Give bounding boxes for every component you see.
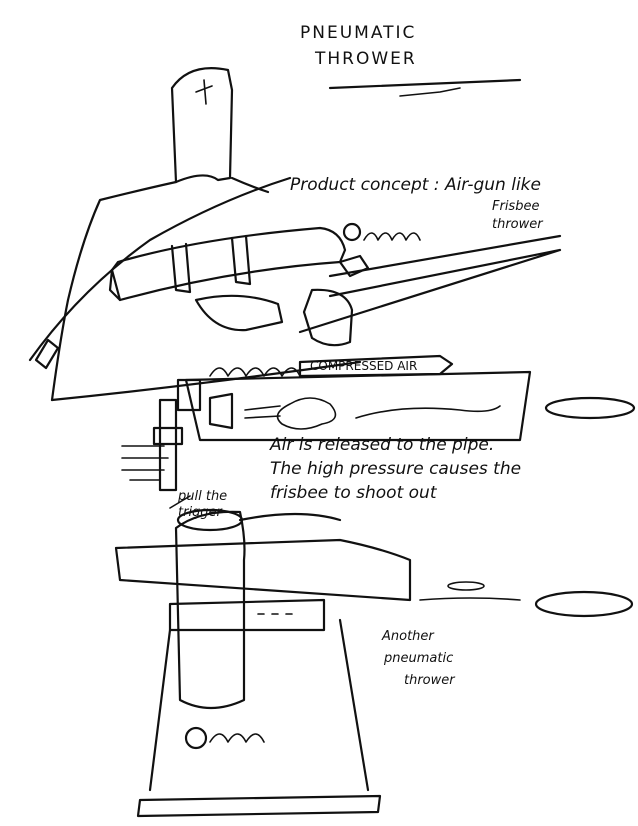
mechanism-coil-icon bbox=[209, 367, 301, 377]
gun-stock-end bbox=[108, 268, 122, 302]
compressed-air-tag bbox=[298, 354, 454, 378]
another-note-line-1: Another bbox=[381, 629, 435, 644]
trigger-label-line-1: pull the bbox=[177, 489, 227, 504]
gun-nozzle bbox=[338, 254, 370, 278]
head-outline bbox=[170, 67, 234, 184]
air-flow-lines bbox=[244, 405, 281, 419]
frisbee-icon bbox=[544, 396, 636, 420]
torso-bottom bbox=[50, 360, 362, 402]
release-note-line-1: Air is released to the pipe. bbox=[269, 435, 494, 455]
launch-platform bbox=[114, 538, 412, 602]
torso-left bbox=[50, 180, 178, 402]
shoulder-strap bbox=[28, 176, 292, 362]
pressure-gauge-icon bbox=[342, 222, 362, 242]
face-mark bbox=[195, 79, 213, 105]
strap-buckle bbox=[34, 338, 60, 370]
compressed-air-label: COMPRESSED AIR bbox=[310, 359, 417, 373]
air-gun bbox=[108, 222, 562, 334]
person-figure bbox=[28, 67, 362, 402]
frisbee-blur-icon bbox=[447, 581, 485, 591]
concept-line-3: thrower bbox=[492, 217, 544, 232]
trigger-pipe bbox=[158, 398, 178, 492]
frisbee-trail-2 bbox=[419, 597, 521, 601]
air-puff-icon bbox=[276, 397, 337, 430]
concept-line-2: Frisbee bbox=[492, 199, 539, 214]
title-underline-tick bbox=[399, 87, 461, 97]
launch-tube bbox=[298, 234, 562, 334]
title-line-2: THROWER bbox=[314, 49, 417, 69]
title-line-1: PNEUMATIC bbox=[300, 23, 416, 43]
trigger-mechanism: COMPRESSED AIR bbox=[121, 354, 636, 492]
base-plate bbox=[136, 794, 382, 818]
base-coil-icon bbox=[209, 733, 265, 743]
frisbee-trail bbox=[355, 405, 501, 419]
platform-dome bbox=[238, 512, 342, 522]
air-coil-icon bbox=[363, 232, 421, 241]
valve-block bbox=[176, 378, 202, 412]
trigger-block bbox=[152, 426, 184, 446]
trigger-label-pointer bbox=[169, 495, 191, 509]
cylinder-body bbox=[174, 510, 246, 710]
second-thrower bbox=[114, 508, 634, 818]
concept-line-1: Product concept : Air-gun like bbox=[290, 175, 541, 195]
strap-belt bbox=[168, 598, 326, 632]
another-note-line-2: pneumatic bbox=[383, 651, 453, 666]
launcher-body bbox=[184, 370, 532, 442]
gun-barrel bbox=[110, 226, 347, 302]
title-underline bbox=[328, 78, 522, 90]
frisbee-icon-2 bbox=[534, 590, 634, 618]
release-note-line-3: frisbee to shoot out bbox=[270, 483, 438, 503]
trigger-label-line-2: trigger bbox=[178, 505, 224, 520]
trigger-fingers bbox=[121, 445, 169, 481]
barrel-strap-1 bbox=[170, 242, 192, 294]
base-gauge-icon bbox=[184, 726, 208, 750]
another-note-line-3: thrower bbox=[404, 673, 456, 688]
release-note-line-2: The high pressure causes the bbox=[270, 459, 521, 479]
neck-right bbox=[230, 176, 270, 194]
barrel-strap-2 bbox=[230, 234, 252, 286]
base-sides bbox=[148, 618, 370, 792]
right-hand bbox=[302, 288, 354, 347]
launcher-valve bbox=[208, 392, 234, 430]
left-hand bbox=[194, 294, 284, 332]
